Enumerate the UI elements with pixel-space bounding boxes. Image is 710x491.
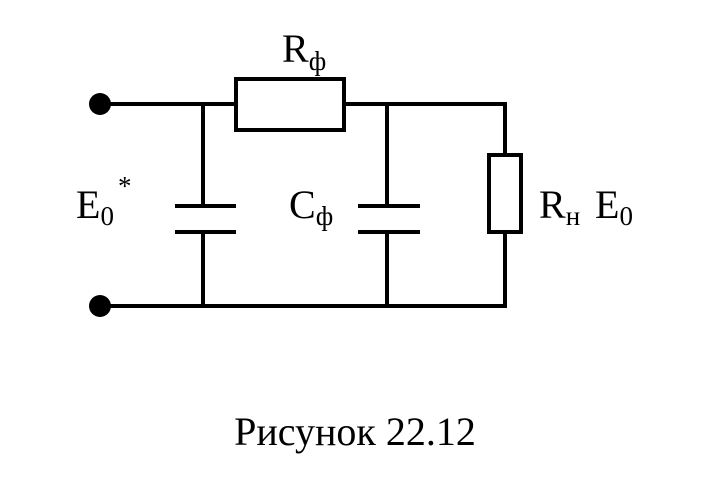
input-voltage-label: E0* bbox=[76, 171, 132, 231]
input-capacitor bbox=[175, 104, 236, 306]
input-terminal-bottom bbox=[89, 295, 111, 317]
output-capacitor bbox=[358, 104, 420, 306]
filter-resistor bbox=[234, 77, 346, 132]
load-resistor bbox=[487, 104, 523, 306]
input-terminal-top bbox=[89, 93, 111, 115]
circuit-diagram: Rф E0* Cф Rн E0 bbox=[76, 26, 633, 317]
filter-capacitor-label: Cф bbox=[289, 182, 333, 231]
output-voltage-label: E0 bbox=[595, 182, 633, 231]
load-resistor-label: Rн bbox=[539, 182, 580, 231]
filter-resistor-label: Rф bbox=[282, 26, 326, 76]
figure-caption: Рисунок 22.12 bbox=[234, 409, 476, 454]
